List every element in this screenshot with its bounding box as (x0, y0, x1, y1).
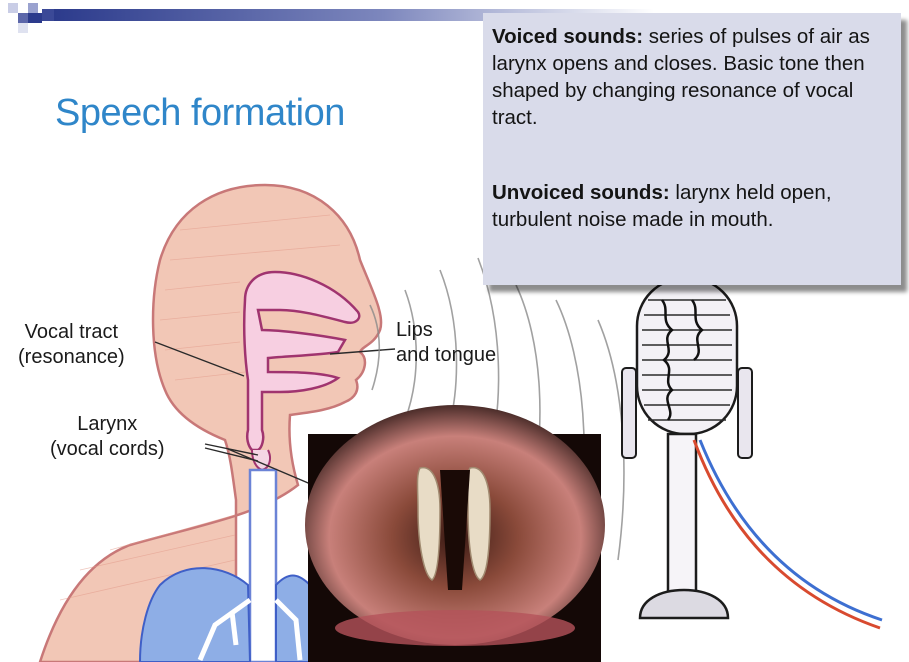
info-box: Voiced sounds: series of pulses of air a… (483, 13, 901, 285)
label-lips-line1: Lips (396, 318, 496, 343)
label-vocal-tract: Vocal tract (resonance) (18, 320, 125, 370)
label-lips-line2: and tongue (396, 343, 496, 368)
unvoiced-heading: Unvoiced sounds: (492, 181, 670, 204)
label-vocal-tract-line1: Vocal tract (18, 320, 125, 345)
voiced-paragraph: Voiced sounds: series of pulses of air a… (492, 23, 892, 131)
page-title: Speech formation (55, 92, 345, 135)
unvoiced-paragraph: Unvoiced sounds: larynx held open, turbu… (492, 179, 892, 233)
voiced-heading: Voiced sounds: (492, 25, 643, 48)
microphone-icon (622, 278, 882, 628)
label-vocal-tract-line2: (resonance) (18, 345, 125, 370)
larynx-photo (305, 405, 605, 662)
label-lips-tongue: Lips and tongue (396, 318, 496, 368)
trachea-icon (250, 470, 276, 662)
label-larynx: Larynx (vocal cords) (50, 412, 164, 462)
label-larynx-line2: (vocal cords) (50, 437, 164, 462)
label-larynx-line1: Larynx (50, 412, 164, 437)
